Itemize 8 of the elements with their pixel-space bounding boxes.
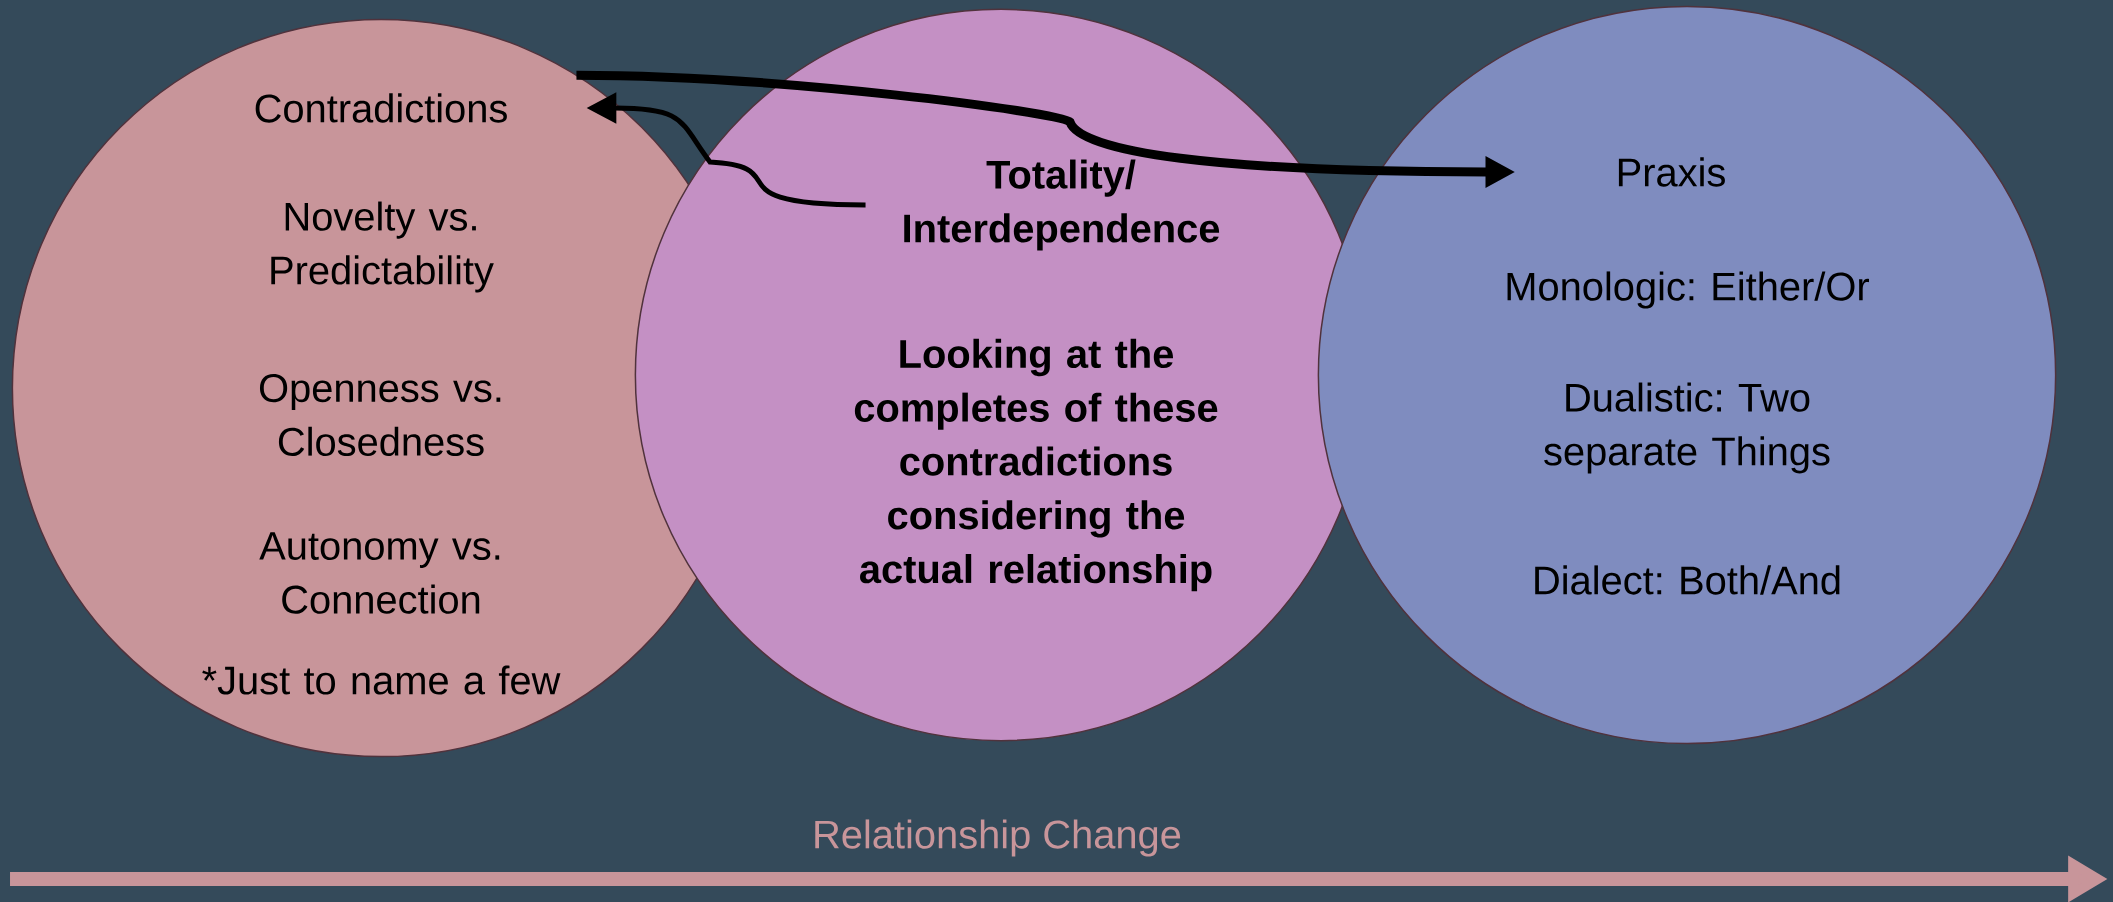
node-label: *Just to name a few bbox=[202, 665, 561, 695]
node-label: Novelty vs. Predictability bbox=[271, 201, 494, 293]
heading-text: Totality/ Interdependence bbox=[904, 159, 1220, 251]
heading-text: Praxis bbox=[1618, 157, 1725, 187]
heading-text: Contradictions bbox=[255, 93, 507, 123]
axis-label: Relationship Change bbox=[815, 819, 1181, 857]
node-label: Openness vs. Closedness bbox=[259, 373, 501, 456]
node-label: Autonomy vs. Connection bbox=[259, 532, 500, 614]
